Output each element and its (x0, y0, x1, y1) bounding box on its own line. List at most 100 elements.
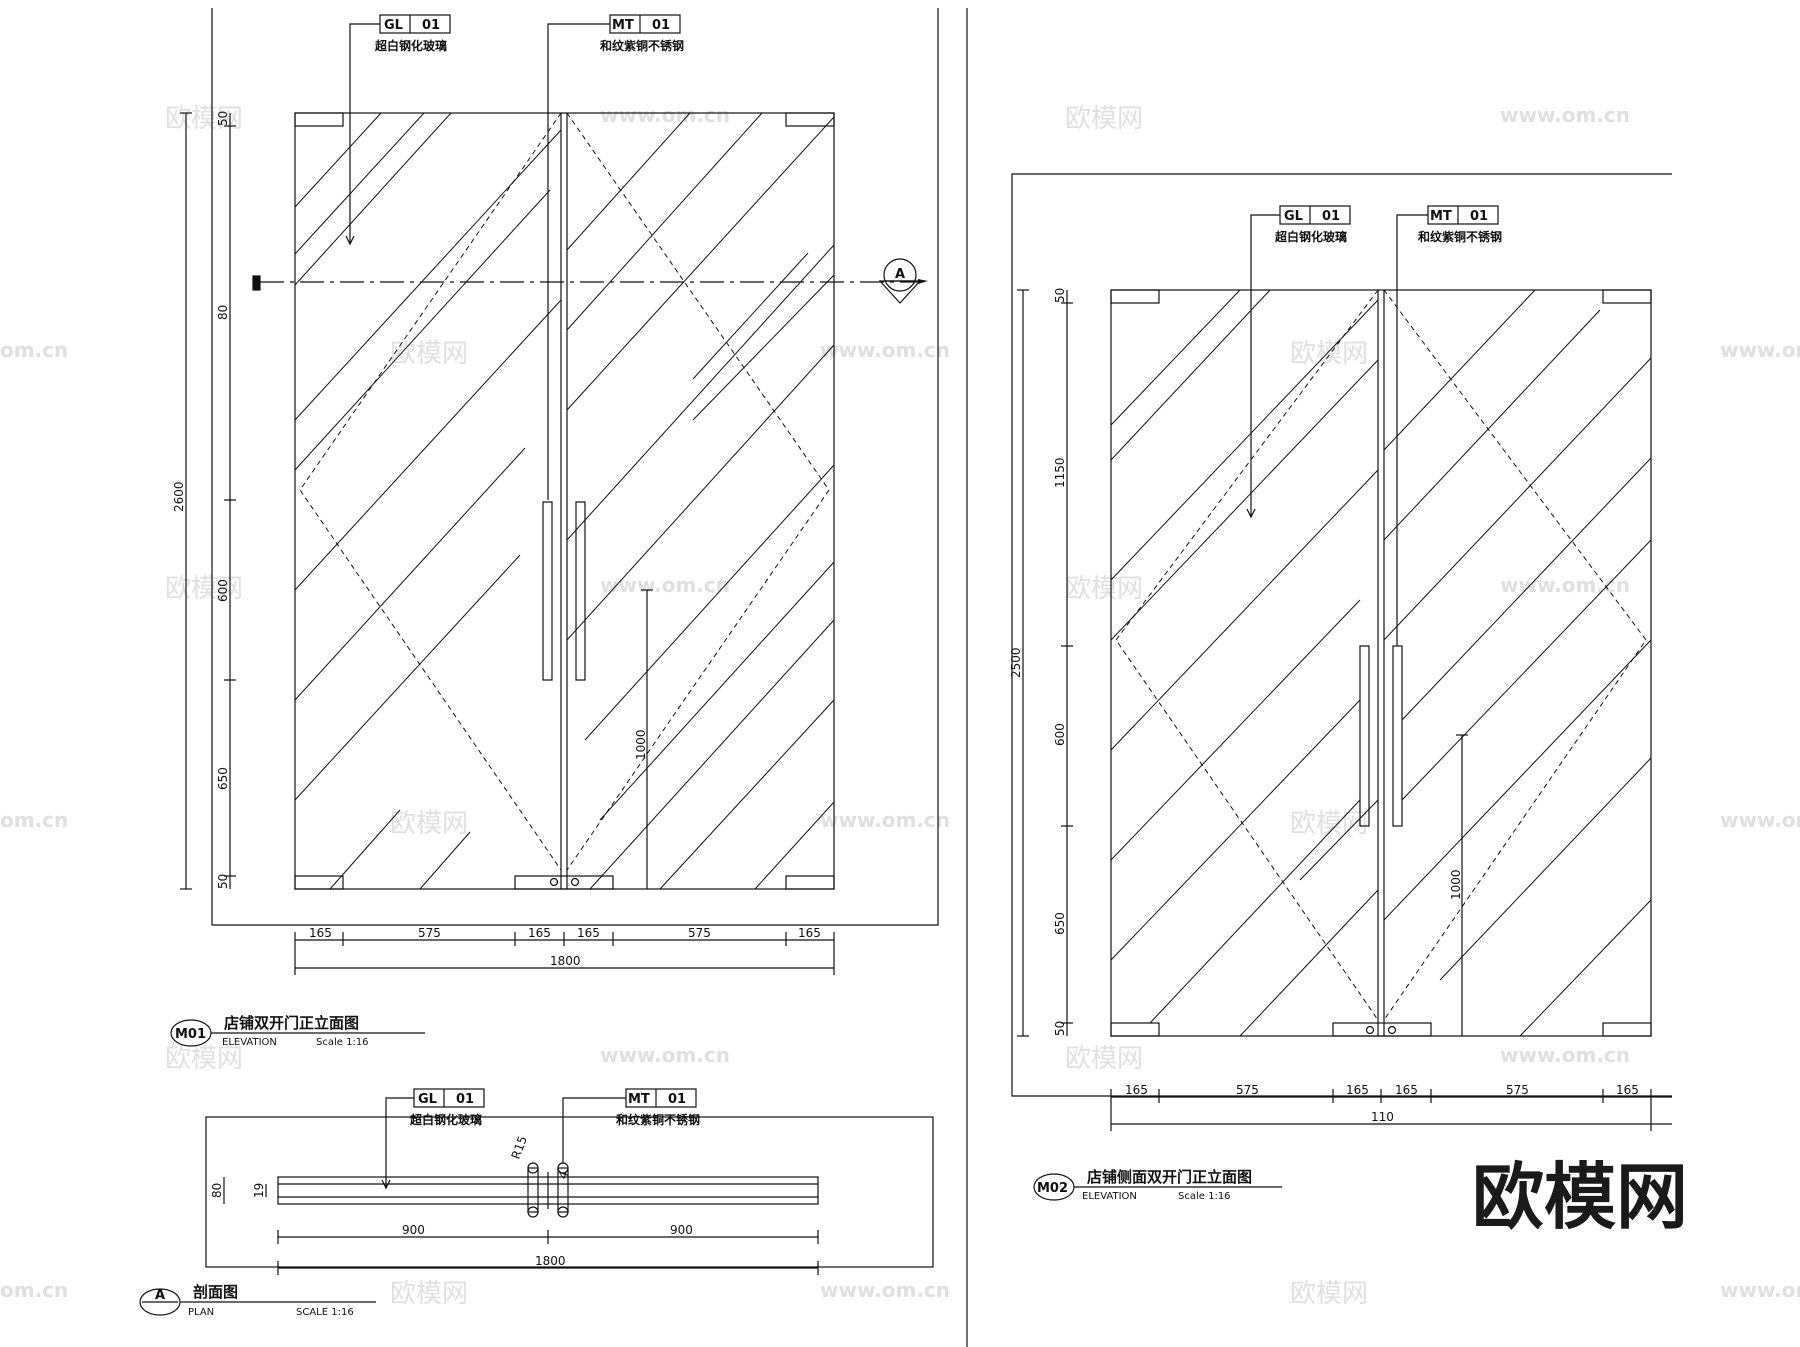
dim-width-part: 575 (418, 926, 441, 940)
watermark-url: om.cn (0, 338, 68, 362)
title-block-m02: M02 店铺侧面双开门正立面图 ELEVATION Scale 1:16 (1033, 1168, 1282, 1202)
tag-name: 和纹紫铜不锈钢 (615, 1112, 700, 1127)
floor-spring (1332, 1022, 1432, 1037)
door-swing-dashed (299, 112, 830, 871)
dim-height-part: 650 (1053, 912, 1067, 935)
tag-code: MT (628, 1092, 650, 1107)
dim-height-part: 50 (216, 874, 230, 889)
wall-frame (211, 8, 939, 926)
watermark-text: 欧模网 (165, 574, 243, 604)
watermark-url: www.om.cn (1720, 808, 1800, 832)
view-title: 店铺侧面双开门正立面图 (1087, 1168, 1252, 1186)
pivot-point (549, 877, 559, 887)
tag-num: 01 (668, 1092, 686, 1107)
watermark-url: www.om.cn (600, 573, 730, 597)
watermark-text: 欧模网 (165, 1044, 243, 1074)
height-dimension: 2500 50 1150 600 650 50 (1009, 288, 1073, 1037)
watermark-url: om.cn (0, 808, 68, 832)
glass-hatch (294, 112, 835, 890)
height-dimension: 2600 50 80 600 650 50 (172, 111, 236, 890)
dim-height-part: 80 (216, 305, 230, 320)
dim-radius: R15 (509, 1134, 530, 1161)
view-badge: A (155, 1288, 165, 1303)
dim-diameter: 4 (556, 1169, 572, 1181)
handle-height-dim: 1000 (1449, 734, 1468, 1036)
door-handle-right (1392, 645, 1403, 827)
door-handle-right (575, 501, 586, 681)
pivot-point (1387, 1025, 1397, 1035)
brand-watermark: 欧模网 (1472, 1155, 1688, 1239)
handle-height-dim: 1000 (634, 589, 653, 889)
view-subtitle: ELEVATION (222, 1037, 277, 1048)
dim-total-width: 110 (1371, 1110, 1394, 1124)
elevation-m02: 2500 50 1150 600 650 50 1000 165 575 165… (1009, 173, 1672, 1202)
tag-code: GL (384, 18, 403, 33)
view-badge: M02 (1037, 1181, 1068, 1196)
tag-name: 超白钢化玻璃 (374, 38, 447, 53)
dim-width-part: 575 (1236, 1083, 1259, 1097)
bottom-patch-fitting (1602, 1022, 1652, 1037)
door-handle-left (542, 501, 553, 681)
dim-height-part: 650 (216, 767, 230, 790)
width-dimension: 165 575 165 165 575 165 1800 (294, 926, 835, 975)
view-scale: Scale 1:16 (316, 1037, 369, 1048)
door-outline (1110, 289, 1652, 1037)
watermark-url: www.om.cn (600, 1043, 730, 1067)
top-patch-fitting (785, 112, 835, 127)
view-title: 剖面图 (193, 1283, 238, 1301)
tag-name: 和纹紫铜不锈钢 (1417, 229, 1502, 244)
dim-width-part: 165 (577, 926, 600, 940)
material-tag-metal: MT 01 和纹紫铜不锈钢 (547, 14, 684, 500)
dim-total-height: 2500 (1009, 647, 1023, 678)
door-swing-dashed (1115, 289, 1647, 1021)
handle-plan-left (527, 1167, 539, 1213)
pivot-point (1365, 1025, 1375, 1035)
watermark-text: 欧模网 (1065, 104, 1143, 134)
dim-width-part: 165 (1346, 1083, 1369, 1097)
elevation-m01: A 2600 50 80 600 650 50 1000 (170, 8, 939, 1048)
handle-plan-right (557, 1167, 569, 1213)
watermark-text: 欧模网 (390, 339, 468, 369)
dim-thickness: 19 (252, 1183, 266, 1198)
dim-height-part: 50 (216, 111, 230, 126)
dim-width-part: 575 (688, 926, 711, 940)
dim-handle-height: 1000 (1449, 869, 1463, 900)
section-callout-a: A (878, 258, 928, 304)
width-dimension: 165 575 165 165 575 165 110 (1110, 1083, 1672, 1131)
dim-handle-height: 1000 (634, 729, 648, 760)
watermark-url: www.om.cn (600, 103, 730, 127)
watermark-url: www.om.cn (1720, 338, 1800, 362)
dim-width-part: 900 (670, 1223, 693, 1237)
dim-width-part: 165 (1616, 1083, 1639, 1097)
dim-width-part: 900 (402, 1223, 425, 1237)
title-block-plan: A 剖面图 PLAN SCALE 1:16 (139, 1283, 376, 1318)
watermark-text: 欧模网 (1065, 1044, 1143, 1074)
view-scale: Scale 1:16 (1178, 1191, 1231, 1202)
dim-width-part: 165 (1125, 1083, 1148, 1097)
watermark-text: 欧模网 (165, 104, 243, 134)
section-end-marker (252, 275, 261, 291)
pivot-point (570, 877, 580, 887)
tag-code: GL (418, 1092, 437, 1107)
dim-total-width: 1800 (535, 1254, 566, 1268)
watermark-text: 欧模网 (1290, 809, 1368, 839)
plan-section-a: R15 4 80 19 900 900 1800 GL 01 超白钢化玻璃 (139, 1088, 934, 1318)
watermark-text: 欧模网 (1290, 339, 1368, 369)
dim-width-part: 165 (309, 926, 332, 940)
view-scale: SCALE 1:16 (296, 1307, 354, 1318)
tag-num: 01 (1470, 209, 1488, 224)
watermark-text: 欧模网 (390, 809, 468, 839)
plan-frame (205, 1116, 934, 1268)
view-title: 店铺双开门正立面图 (224, 1014, 359, 1032)
dim-width-part: 575 (1506, 1083, 1529, 1097)
watermark-url: www.om.cn (820, 338, 950, 362)
bottom-patch-fitting (1110, 1022, 1160, 1037)
dim-height-part: 50 (1053, 288, 1067, 303)
material-tag-glass: GL 01 超白钢化玻璃 (1246, 205, 1351, 519)
dim-height-part: 600 (216, 579, 230, 602)
dim-width-part: 165 (528, 926, 551, 940)
dim-height-part: 50 (1053, 1021, 1067, 1036)
watermark-url: www.om.cn (1720, 1278, 1800, 1302)
title-block-m01: M01 店铺双开门正立面图 ELEVATION Scale 1:16 (170, 1014, 425, 1048)
